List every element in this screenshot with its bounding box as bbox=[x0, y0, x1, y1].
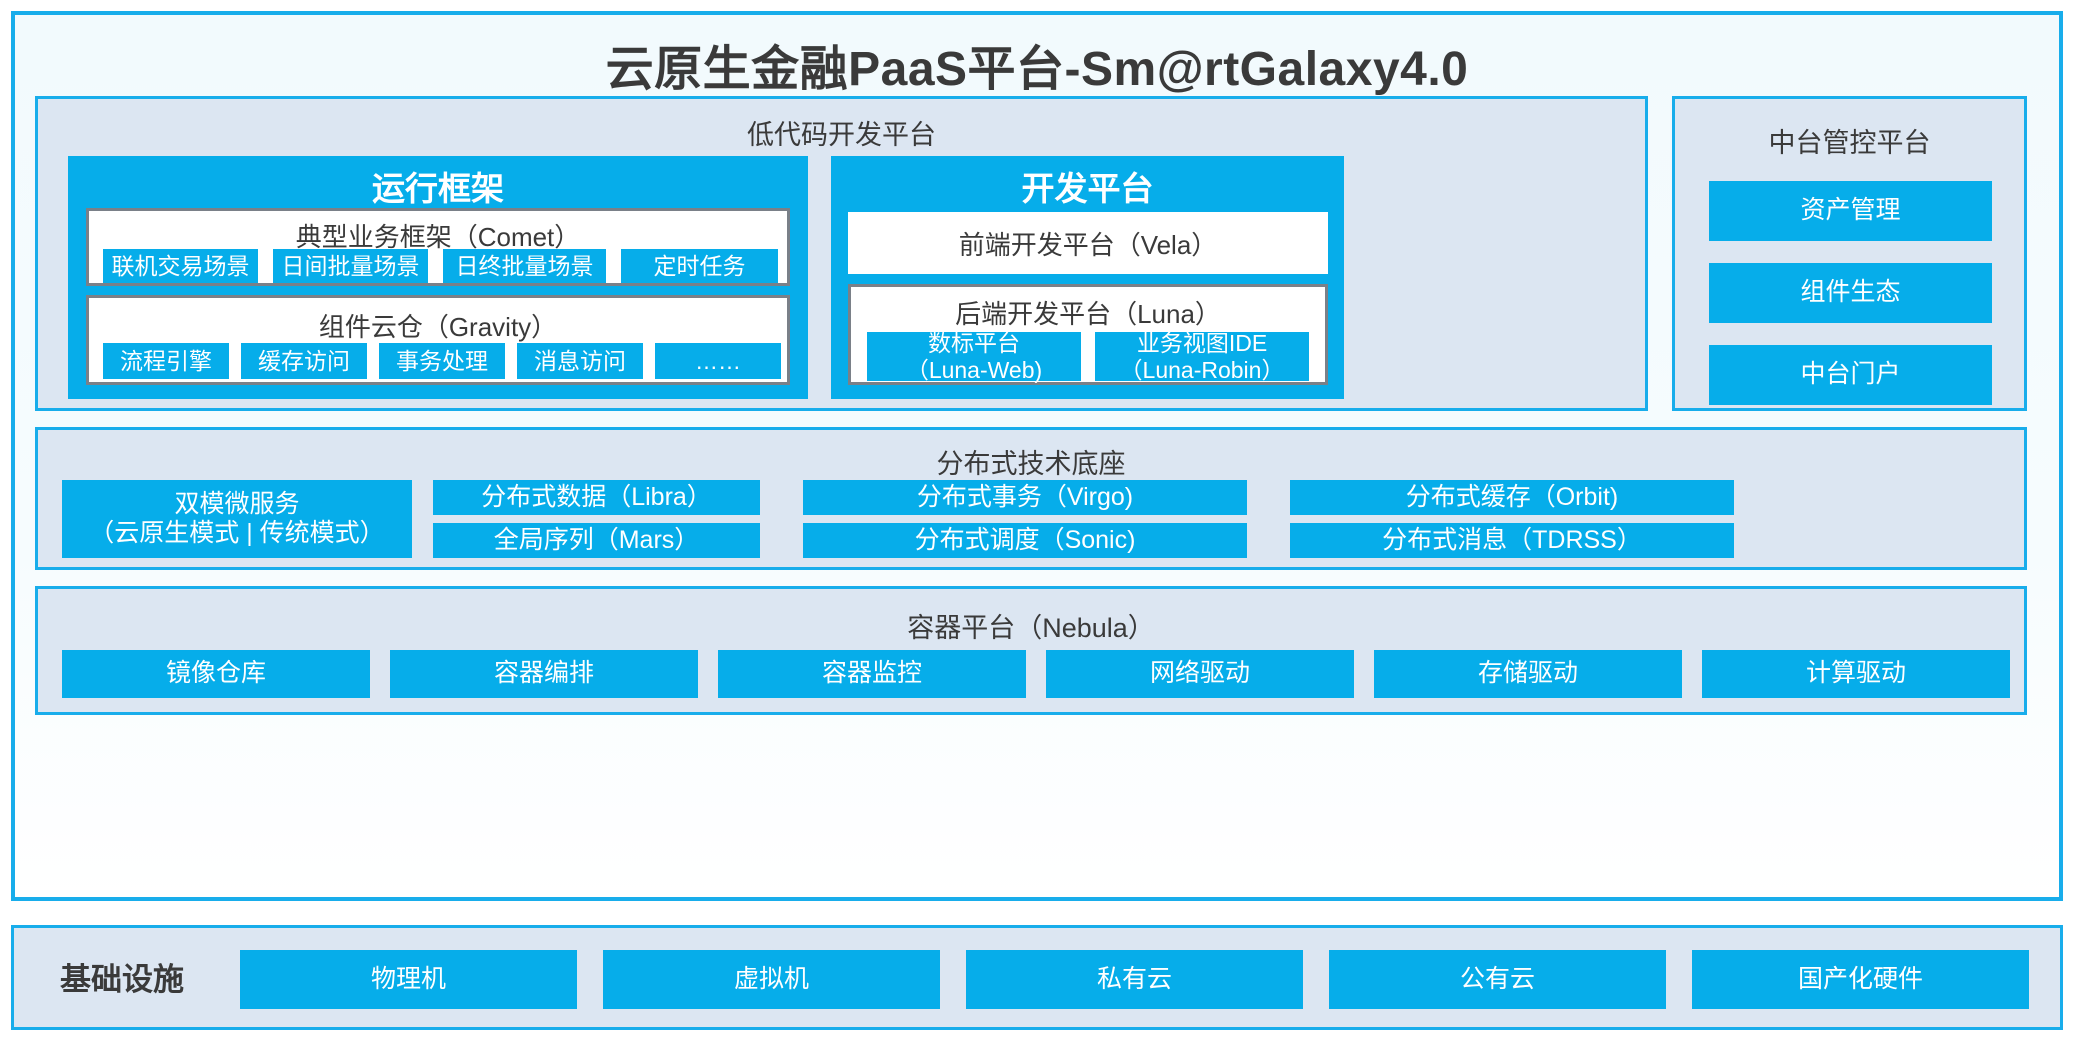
luna-robin-item[interactable]: 业务视图IDE （Luna-Robin） bbox=[1095, 330, 1309, 383]
vela-frontend-card[interactable]: 前端开发平台（Vela） bbox=[848, 212, 1328, 274]
distributed-cache-orbit[interactable]: 分布式缓存（Orbit) bbox=[1290, 480, 1734, 515]
runtime-framework-title: 运行框架 bbox=[372, 170, 504, 207]
comet-item-0[interactable]: 联机交易场景 bbox=[103, 249, 258, 283]
infrastructure-item-virtual-machine[interactable]: 虚拟机 bbox=[603, 950, 940, 1009]
lowcode-platform-panel: 低代码开发平台 运行框架 典型业务框架（Comet） 联机交易场景 日间批量场景… bbox=[35, 96, 1648, 411]
vela-frontend-label: 前端开发平台（Vela） bbox=[958, 229, 1218, 260]
platform-frame: 云原生金融PaaS平台-Sm@rtGalaxy4.0 低代码开发平台 运行框架 … bbox=[11, 11, 2063, 901]
distributed-scheduling-sonic[interactable]: 分布式调度（Sonic) bbox=[803, 523, 1247, 558]
infrastructure-panel: 基础设施 物理机 虚拟机 私有云 公有云 国产化硬件 bbox=[11, 925, 2063, 1030]
container-item-image-registry[interactable]: 镜像仓库 bbox=[62, 650, 370, 698]
comet-item-2[interactable]: 日终批量场景 bbox=[443, 249, 606, 283]
container-platform-panel: 容器平台（Nebula） 镜像仓库 容器编排 容器监控 网络驱动 存储驱动 计算… bbox=[35, 586, 2027, 715]
infrastructure-item-physical-machine[interactable]: 物理机 bbox=[240, 950, 577, 1009]
comet-item-1[interactable]: 日间批量场景 bbox=[273, 249, 428, 283]
comet-title: 典型业务框架（Comet） bbox=[295, 222, 581, 252]
infrastructure-item-domestic-hardware[interactable]: 国产化硬件 bbox=[1692, 950, 2029, 1009]
comet-card: 典型业务框架（Comet） 联机交易场景 日间批量场景 日终批量场景 定时任务 bbox=[86, 208, 790, 286]
console-item-component-ecosystem[interactable]: 组件生态 bbox=[1709, 263, 1992, 323]
luna-web-item[interactable]: 数标平台 （Luna-Web) bbox=[867, 330, 1081, 383]
gravity-item-3[interactable]: 消息访问 bbox=[517, 343, 643, 379]
distributed-data-libra[interactable]: 分布式数据（Libra） bbox=[433, 480, 760, 515]
container-item-orchestration[interactable]: 容器编排 bbox=[390, 650, 698, 698]
gravity-item-1[interactable]: 缓存访问 bbox=[241, 343, 367, 379]
infrastructure-item-private-cloud[interactable]: 私有云 bbox=[966, 950, 1303, 1009]
luna-backend-title: 后端开发平台（Luna） bbox=[955, 299, 1221, 329]
distributed-foundation-panel: 分布式技术底座 双模微服务 （云原生模式 | 传统模式） 分布式数据（Libra… bbox=[35, 427, 2027, 570]
distributed-foundation-title: 分布式技术底座 bbox=[936, 449, 1126, 479]
distributed-message-tdrss[interactable]: 分布式消息（TDRSS） bbox=[1290, 523, 1734, 558]
gravity-title: 组件云仓（Gravity） bbox=[318, 312, 558, 342]
container-item-compute-driver[interactable]: 计算驱动 bbox=[1702, 650, 2010, 698]
infrastructure-item-public-cloud[interactable]: 公有云 bbox=[1329, 950, 1666, 1009]
global-sequence-mars[interactable]: 全局序列（Mars） bbox=[433, 523, 760, 558]
console-platform-panel: 中台管控平台 资产管理 组件生态 中台门户 bbox=[1672, 96, 2027, 411]
infrastructure-label: 基础设施 bbox=[60, 962, 184, 997]
dev-platform-title: 开发平台 bbox=[1021, 170, 1154, 207]
lowcode-platform-title: 低代码开发平台 bbox=[747, 120, 936, 150]
console-item-asset-management[interactable]: 资产管理 bbox=[1709, 181, 1992, 241]
luna-backend-card: 后端开发平台（Luna） 数标平台 （Luna-Web) 业务视图IDE （Lu… bbox=[848, 284, 1328, 385]
container-platform-title: 容器平台（Nebula） bbox=[907, 613, 1155, 643]
gravity-card: 组件云仓（Gravity） 流程引擎 缓存访问 事务处理 消息访问 …… bbox=[86, 295, 790, 385]
console-item-portal[interactable]: 中台门户 bbox=[1709, 345, 1992, 405]
page-title: 云原生金融PaaS平台-Sm@rtGalaxy4.0 bbox=[605, 43, 1469, 96]
gravity-item-0[interactable]: 流程引擎 bbox=[103, 343, 229, 379]
gravity-item-overflow[interactable]: …… bbox=[655, 343, 781, 379]
dual-mode-microservice-block[interactable]: 双模微服务 （云原生模式 | 传统模式） bbox=[62, 480, 412, 558]
container-item-monitoring[interactable]: 容器监控 bbox=[718, 650, 1026, 698]
comet-item-3[interactable]: 定时任务 bbox=[621, 249, 778, 283]
container-item-network-driver[interactable]: 网络驱动 bbox=[1046, 650, 1354, 698]
gravity-item-2[interactable]: 事务处理 bbox=[379, 343, 505, 379]
console-platform-title: 中台管控平台 bbox=[1768, 128, 1931, 158]
distributed-transaction-virgo[interactable]: 分布式事务（Virgo) bbox=[803, 480, 1247, 515]
container-item-storage-driver[interactable]: 存储驱动 bbox=[1374, 650, 1682, 698]
